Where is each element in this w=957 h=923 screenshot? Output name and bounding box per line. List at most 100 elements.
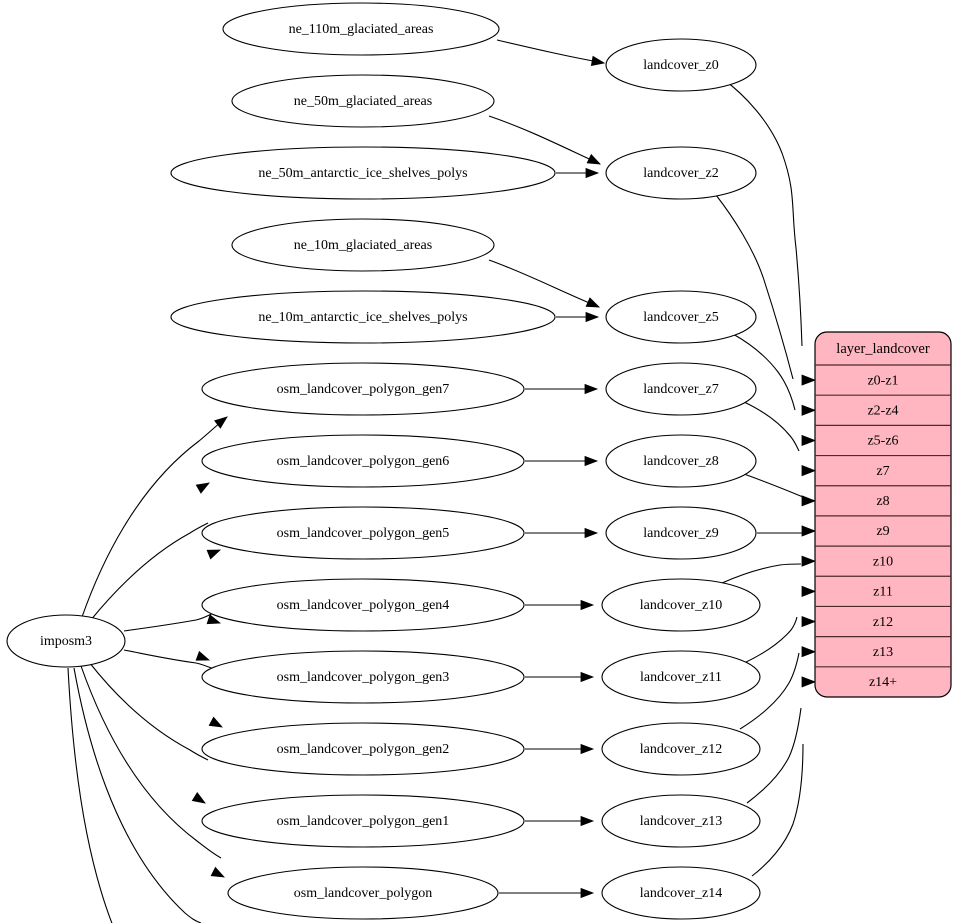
arrowhead-to-record-row-9 bbox=[801, 646, 817, 658]
record-row-z8[interactable]: z8 bbox=[815, 486, 951, 516]
edge-imposm3-to-osm_landcover_polygon_gen7 bbox=[81, 416, 228, 618]
landcover-node-shape bbox=[605, 434, 757, 488]
importer-node-imposm3[interactable]: imposm3 bbox=[6, 614, 126, 668]
landcover-node-label: landcover_z2 bbox=[643, 166, 718, 181]
edge-imposm3-to-osm_landcover_polygon_gen4 bbox=[123, 649, 220, 672]
record-row-z13[interactable]: z13 bbox=[815, 637, 951, 667]
landcover-node-label: landcover_z9 bbox=[643, 526, 718, 541]
source-table-node-label: osm_landcover_polygon_gen7 bbox=[277, 382, 450, 397]
landcover-node-landcover_z8[interactable]: landcover_z8 bbox=[605, 434, 757, 488]
landcover-node-landcover_z0[interactable]: landcover_z0 bbox=[605, 38, 757, 92]
record-row-label-7: z11 bbox=[873, 585, 893, 600]
landcover-node-landcover_z9[interactable]: landcover_z9 bbox=[605, 506, 757, 560]
landcover-node-shape bbox=[601, 722, 761, 776]
source-table-node-label: osm_landcover_polygon_gen6 bbox=[277, 454, 450, 469]
source-table-node-shape bbox=[170, 146, 556, 200]
source-table-node-label: osm_landcover_polygon bbox=[294, 886, 432, 901]
landcover-node-landcover_z14[interactable]: landcover_z14 bbox=[601, 866, 761, 920]
source-table-node-osm_landcover_polygon_gen6[interactable]: osm_landcover_polygon_gen6 bbox=[201, 434, 525, 488]
source-table-node-label: ne_10m_antarctic_ice_shelves_polys bbox=[258, 310, 467, 325]
landcover-node-landcover_z12[interactable]: landcover_z12 bbox=[601, 722, 761, 776]
arrowhead-to-record-row-0 bbox=[801, 374, 817, 386]
landcover-node-label: landcover_z13 bbox=[640, 814, 722, 829]
arrowhead-to-landcover_z0 bbox=[590, 55, 606, 66]
arrowhead-to-record-row-3 bbox=[801, 465, 817, 477]
arrowhead-to-landcover_z14 bbox=[580, 887, 595, 899]
arrowhead-to-landcover_z5 bbox=[585, 297, 601, 308]
record-row-z10[interactable]: z10 bbox=[815, 546, 951, 576]
landcover-node-landcover_z11[interactable]: landcover_z11 bbox=[601, 650, 761, 704]
record-row-z9[interactable]: z9 bbox=[815, 516, 951, 546]
source-table-node-ne_50m_glaciated_areas[interactable]: ne_50m_glaciated_areas bbox=[231, 74, 495, 128]
record-row-z7[interactable]: z7 bbox=[815, 456, 951, 486]
arrowhead-to-osm_landcover_polygon_gen6 bbox=[195, 482, 210, 494]
source-table-node-osm_landcover_polygon_gen1[interactable]: osm_landcover_polygon_gen1 bbox=[201, 794, 525, 848]
source-table-node-osm_landcover_polygon_gen7[interactable]: osm_landcover_polygon_gen7 bbox=[201, 362, 525, 416]
record-row-z11[interactable]: z11 bbox=[815, 576, 951, 606]
arrowhead-to-osm_landcover_polygon_gen5 bbox=[206, 549, 222, 560]
record-row-label-4: z8 bbox=[876, 494, 889, 509]
landcover-node-label: landcover_z5 bbox=[643, 310, 718, 325]
source-table-node-shape bbox=[201, 722, 525, 776]
source-table-node-shape bbox=[201, 794, 525, 848]
edge-ne_110m_glaciated_areas-to-landcover_z0 bbox=[496, 39, 605, 64]
source-table-node-label: osm_landcover_polygon_gen3 bbox=[277, 670, 450, 685]
source-table-node-ne_50m_antarctic_ice_shelves_polys[interactable]: ne_50m_antarctic_ice_shelves_polys bbox=[170, 146, 556, 200]
record-row-label-2: z5-z6 bbox=[867, 434, 898, 449]
mid-nodes-layer: landcover_z0 landcover_z2 landcover_z5land… bbox=[601, 38, 761, 920]
source-table-node-osm_landcover_polygon[interactable]: osm_landcover_polygon bbox=[227, 866, 499, 920]
record-row-z12[interactable]: z12 bbox=[815, 606, 951, 636]
source-table-node-osm_landcover_polygon_gen4[interactable]: osm_landcover_polygon_gen4 bbox=[201, 578, 525, 632]
importer-node-label: imposm3 bbox=[40, 634, 92, 649]
record-row-z5-z6[interactable]: z5-z6 bbox=[815, 425, 951, 455]
source-table-node-label: osm_landcover_polygon_gen1 bbox=[277, 814, 450, 829]
landcover-node-landcover_z10[interactable]: landcover_z10 bbox=[601, 578, 761, 632]
input-nodes-layer: ne_110m_glaciated_areas ne_50m_glaciated_… bbox=[170, 2, 556, 920]
source-table-node-label: osm_landcover_polygon_gen2 bbox=[277, 742, 450, 757]
edge-landcover_z14-to-record_row_10 bbox=[751, 743, 804, 877]
source-table-node-label: osm_landcover_polygon_gen4 bbox=[277, 598, 450, 613]
arrowhead-to-record-row-7 bbox=[801, 585, 817, 597]
landcover-node-shape bbox=[605, 38, 757, 92]
landcover-node-shape bbox=[605, 506, 757, 560]
source-table-node-shape bbox=[231, 74, 495, 128]
arrowhead-to-record-row-4 bbox=[801, 495, 817, 507]
source-table-node-ne_110m_glaciated_areas[interactable]: ne_110m_glaciated_areas bbox=[222, 2, 500, 56]
record-row-z2-z4[interactable]: z2-z4 bbox=[815, 395, 951, 425]
landcover-node-landcover_z13[interactable]: landcover_z13 bbox=[601, 794, 761, 848]
source-table-node-osm_landcover_polygon_gen3[interactable]: osm_landcover_polygon_gen3 bbox=[201, 650, 525, 704]
source-table-node-osm_landcover_polygon_gen5[interactable]: osm_landcover_polygon_gen5 bbox=[201, 506, 525, 560]
record-row-label-0: z0-z1 bbox=[867, 373, 898, 388]
source-table-node-ne_10m_antarctic_ice_shelves_polys[interactable]: ne_10m_antarctic_ice_shelves_polys bbox=[170, 290, 556, 344]
edge-landcover_z13-to-record_row_9 bbox=[746, 707, 802, 804]
edge-imposm3-to-osm_landcover_polygon_gen3 bbox=[88, 661, 209, 761]
landcover-node-label: landcover_z0 bbox=[643, 58, 718, 73]
importer-node-shape bbox=[6, 614, 126, 668]
arrowhead-to-landcover_z10 bbox=[580, 599, 595, 611]
landcover-node-landcover_z5[interactable]: landcover_z5 bbox=[605, 290, 757, 344]
arrowhead-to-record-row-5 bbox=[801, 525, 817, 537]
arrowhead-to-landcover_z7 bbox=[584, 383, 599, 395]
edge-landcover_z11-to-record_row_7 bbox=[743, 616, 798, 664]
record-row-z14+[interactable]: z14+ bbox=[815, 667, 951, 697]
source-node-layer: imposm3 bbox=[6, 614, 126, 668]
landcover-node-landcover_z7[interactable]: landcover_z7 bbox=[605, 362, 757, 416]
arrowhead-to-record-row-1 bbox=[801, 404, 817, 416]
source-table-node-shape bbox=[201, 650, 525, 704]
source-table-node-ne_10m_glaciated_areas[interactable]: ne_10m_glaciated_areas bbox=[231, 218, 495, 272]
record-row-label-10: z14+ bbox=[869, 675, 897, 690]
record-row-label-3: z7 bbox=[876, 464, 889, 479]
arrowhead-to-record-row-6 bbox=[801, 555, 817, 567]
edge-landcover_z0-to-record_row_0 bbox=[722, 78, 803, 347]
record-header-label: layer_landcover bbox=[836, 341, 930, 357]
landcover-node-landcover_z2[interactable]: landcover_z2 bbox=[605, 146, 757, 200]
landcover-node-shape bbox=[605, 146, 757, 200]
edge-imposm3-to-osm_landcover_polygon bbox=[67, 667, 113, 923]
source-table-node-osm_landcover_polygon_gen2[interactable]: osm_landcover_polygon_gen2 bbox=[201, 722, 525, 776]
record-row-z0-z1[interactable]: z0-z1 bbox=[815, 365, 951, 395]
source-table-node-label: ne_10m_glaciated_areas bbox=[294, 238, 432, 253]
landcover-node-label: landcover_z11 bbox=[640, 670, 722, 685]
